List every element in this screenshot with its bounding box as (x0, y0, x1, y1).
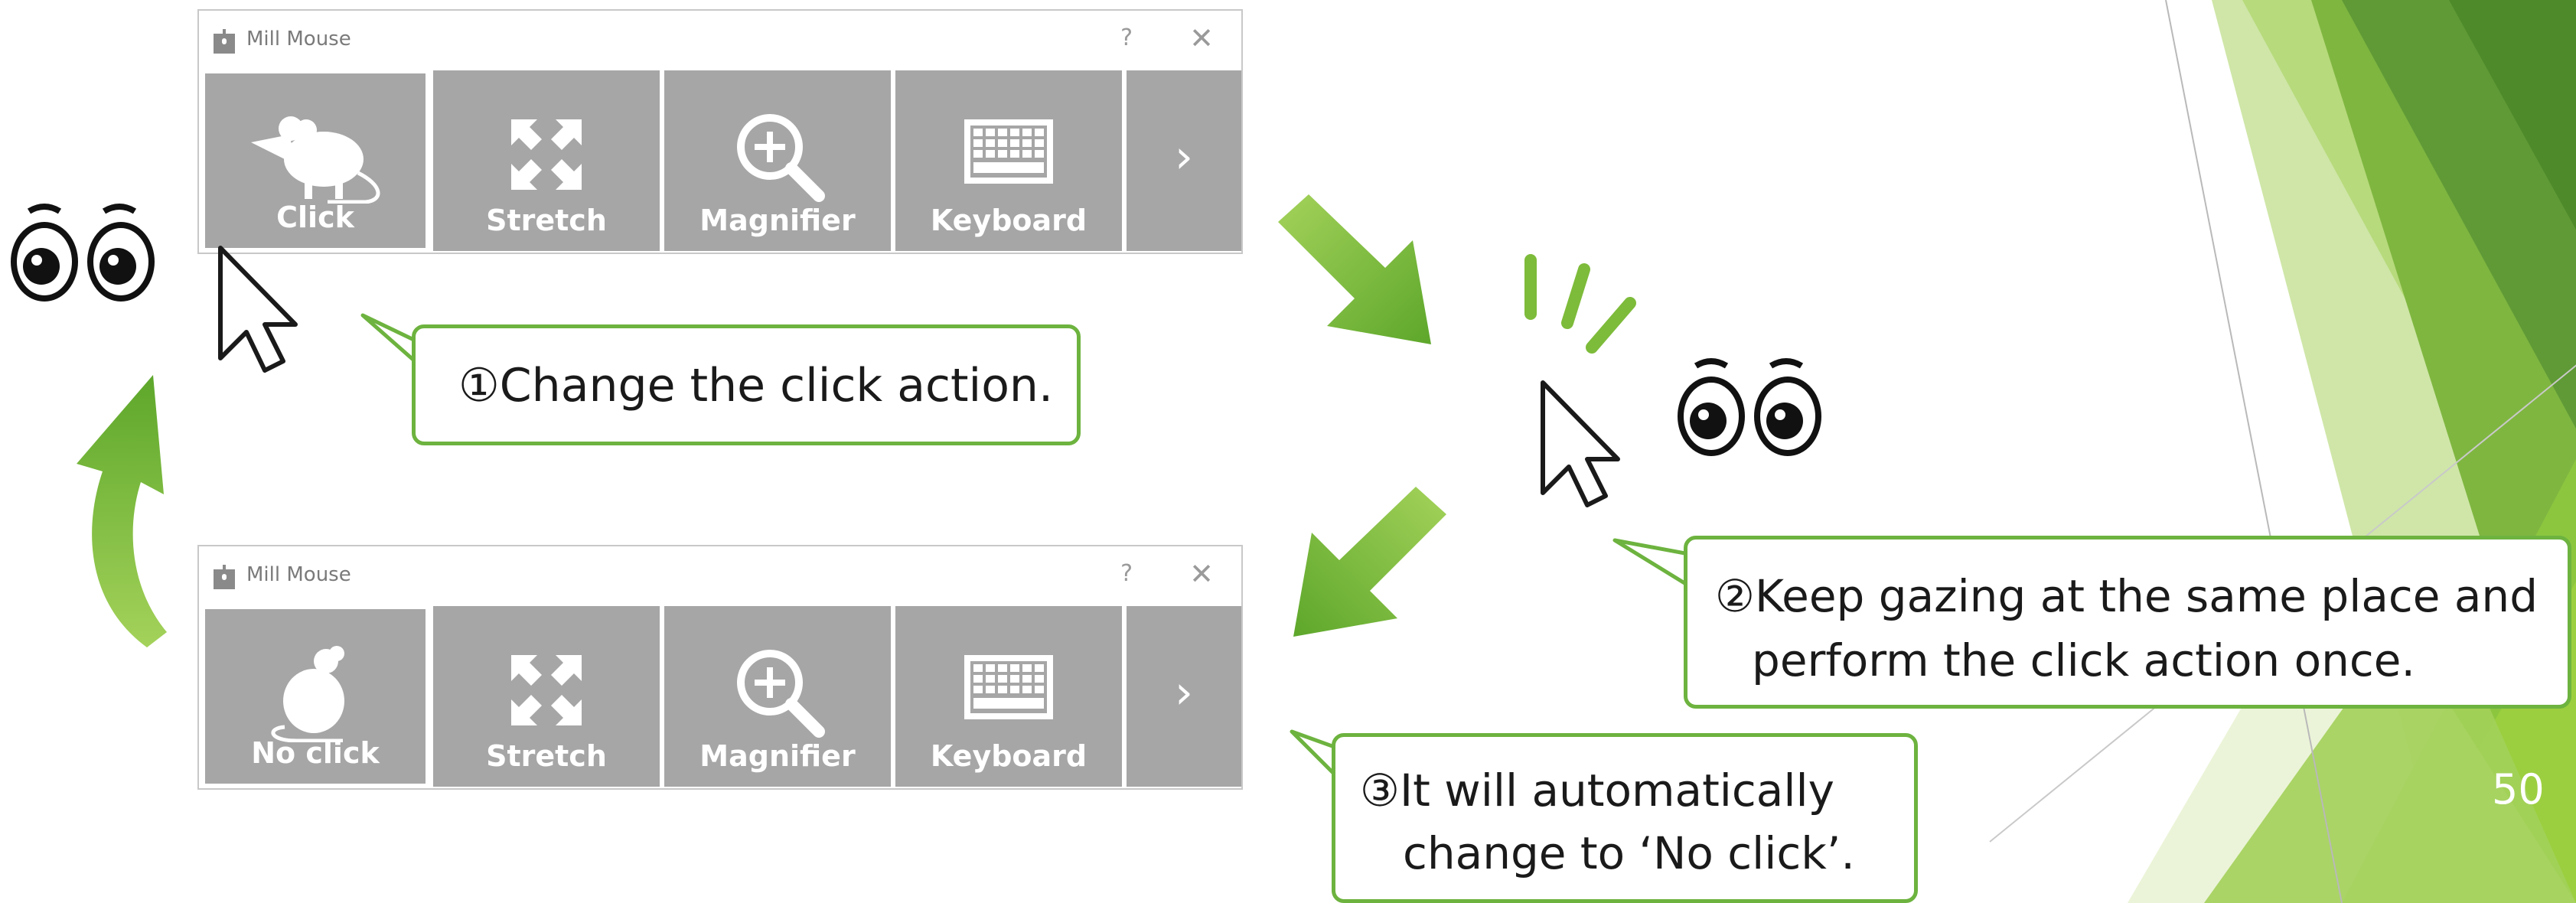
tile-label: Magnifier (699, 739, 856, 773)
tile-label: Click (276, 200, 354, 234)
tile-click[interactable]: Click (202, 70, 429, 251)
callout-text-line1: ③It will automatically (1360, 764, 1834, 817)
keyboard-icon (964, 655, 1053, 719)
arrow-down-right-icon (1278, 194, 1431, 344)
callout-step-3: ③It will automatically change to ‘No cli… (1332, 733, 1918, 903)
magnifier-icon (737, 650, 825, 738)
emphasis-lines-icon (1524, 254, 1636, 354)
eyes-icon (11, 204, 155, 302)
tile-label: No click (251, 736, 380, 770)
stretch-arrows-icon (511, 655, 582, 725)
callout-text-line1: ②Keep gazing at the same place and (1715, 570, 2539, 622)
tile-label: Keyboard (930, 739, 1087, 773)
tile-keyboard[interactable]: Keyboard (895, 70, 1122, 251)
window-title: Mill Mouse (246, 28, 351, 51)
app-icon (214, 565, 235, 589)
tile-no-click[interactable]: No click (202, 606, 429, 787)
green-decoration (1989, 0, 2576, 903)
close-button[interactable]: ✕ (1189, 21, 1214, 55)
tile-label: Keyboard (930, 204, 1087, 237)
title-bar: Mill Mouse ? ✕ (199, 546, 1241, 605)
tile-label: Stretch (486, 204, 607, 237)
eyes-icon (1678, 358, 1821, 456)
magnifier-icon (737, 114, 825, 202)
callout-text-line2: perform the click action once. (1752, 634, 2415, 686)
help-button[interactable]: ? (1120, 560, 1133, 587)
window-title: Mill Mouse (246, 563, 351, 586)
tile-label: Stretch (486, 739, 607, 773)
action-tiles: Click Stretch Magnifier (202, 70, 1241, 251)
mouse-icon (251, 116, 380, 204)
mouse-cursor-icon (1541, 380, 1620, 507)
tile-magnifier[interactable]: Magnifier (664, 606, 891, 787)
next-page-button[interactable]: › (1127, 70, 1241, 251)
arrow-down-left-icon (1293, 487, 1446, 637)
callout-step-1: ①Change the click action. (412, 324, 1081, 445)
next-page-button[interactable]: › (1127, 606, 1241, 787)
mill-mouse-window-1: Mill Mouse ? ✕ Click (197, 9, 1243, 254)
page-number: 50 (2492, 765, 2545, 813)
close-button[interactable]: ✕ (1189, 557, 1214, 591)
tile-keyboard[interactable]: Keyboard (895, 606, 1122, 787)
stretch-arrows-icon (511, 119, 582, 190)
tile-stretch[interactable]: Stretch (433, 606, 660, 787)
keyboard-icon (964, 119, 1053, 184)
chevron-right-icon: › (1175, 666, 1193, 719)
help-button[interactable]: ? (1120, 24, 1133, 51)
title-bar: Mill Mouse ? ✕ (199, 11, 1241, 69)
tile-magnifier[interactable]: Magnifier (664, 70, 891, 251)
callout-step-2: ②Keep gazing at the same place and perfo… (1684, 536, 2571, 709)
tile-label: Magnifier (699, 204, 856, 237)
callout-text: ①Change the click action. (458, 359, 1054, 412)
arrow-curved-up-icon (77, 375, 167, 647)
callout-text-line2: change to ‘No click’. (1403, 827, 1855, 879)
tile-stretch[interactable]: Stretch (433, 70, 660, 251)
mill-mouse-window-2: Mill Mouse ? ✕ No click Stretch (197, 545, 1243, 790)
app-icon (214, 29, 235, 54)
mouse-cursor-icon (218, 246, 298, 373)
sitting-mouse-icon (271, 646, 344, 742)
action-tiles: No click Stretch Magnifier (202, 606, 1241, 787)
chevron-right-icon: › (1175, 130, 1193, 184)
